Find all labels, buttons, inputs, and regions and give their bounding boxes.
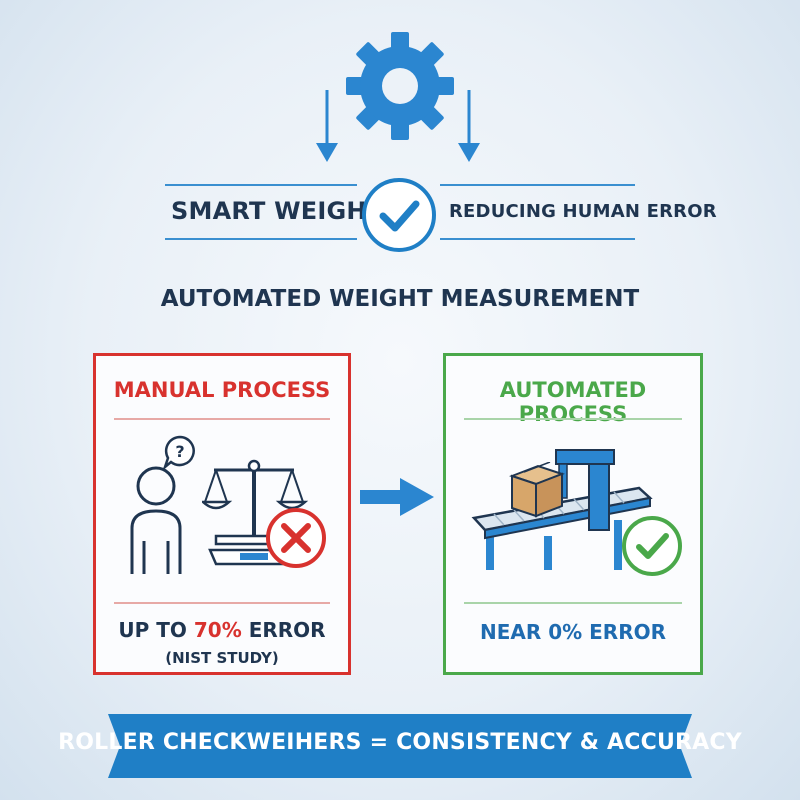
footer-banner [108,714,692,778]
gear-icon [346,32,454,140]
header-line-top-right [440,184,635,186]
conveyor-checkweigher-icon [471,449,653,570]
smart-weight-label: SMART WEIGHT [171,197,384,225]
manual-stat-divider [114,602,330,604]
manual-stat-value: 70% [193,618,242,642]
svg-text:?: ? [175,442,184,461]
arrow-down-icon [458,90,480,162]
manual-title-divider [114,418,330,420]
box-icon [509,462,565,518]
process-arrow-icon [360,478,434,516]
reducing-human-error-label: REDUCING HUMAN ERROR [449,201,717,222]
success-check-icon [622,516,682,576]
manual-process-title: MANUAL PROCESS [113,378,331,402]
error-x-icon [266,508,326,568]
manual-error-stat: UP TO 70% ERROR [96,618,348,642]
footer-banner-text: ROLLER CHECKWEIHERS = CONSISTENCY & ACCU… [58,730,742,755]
automated-process-title: AUTOMATED PROCESS [499,378,647,426]
automated-error-stat: NEAR 0% ERROR [479,620,667,644]
nist-study-note: (NIST STUDY) [165,649,279,667]
automated-process-panel: AUTOMATED PROCESS NEAR 0% ER [443,353,703,675]
arrow-down-icon [316,90,338,162]
header-line-bottom-left [165,238,357,240]
automated-title-divider [464,418,682,420]
manual-stat-suffix: ERROR [241,618,326,642]
check-circle-icon [362,178,436,252]
person-icon [130,466,182,574]
manual-process-panel: MANUAL PROCESS ? UP TO 70% ERROR (NIST S… [93,353,351,675]
header-line-top-left [165,184,357,186]
question-bubble-icon: ? [162,435,195,470]
page-subtitle: AUTOMATED WEIGHT MEASUREMENT [160,286,640,312]
header-line-bottom-right [440,238,635,240]
automated-stat-divider [464,602,682,604]
manual-stat-prefix: UP TO [118,618,194,642]
